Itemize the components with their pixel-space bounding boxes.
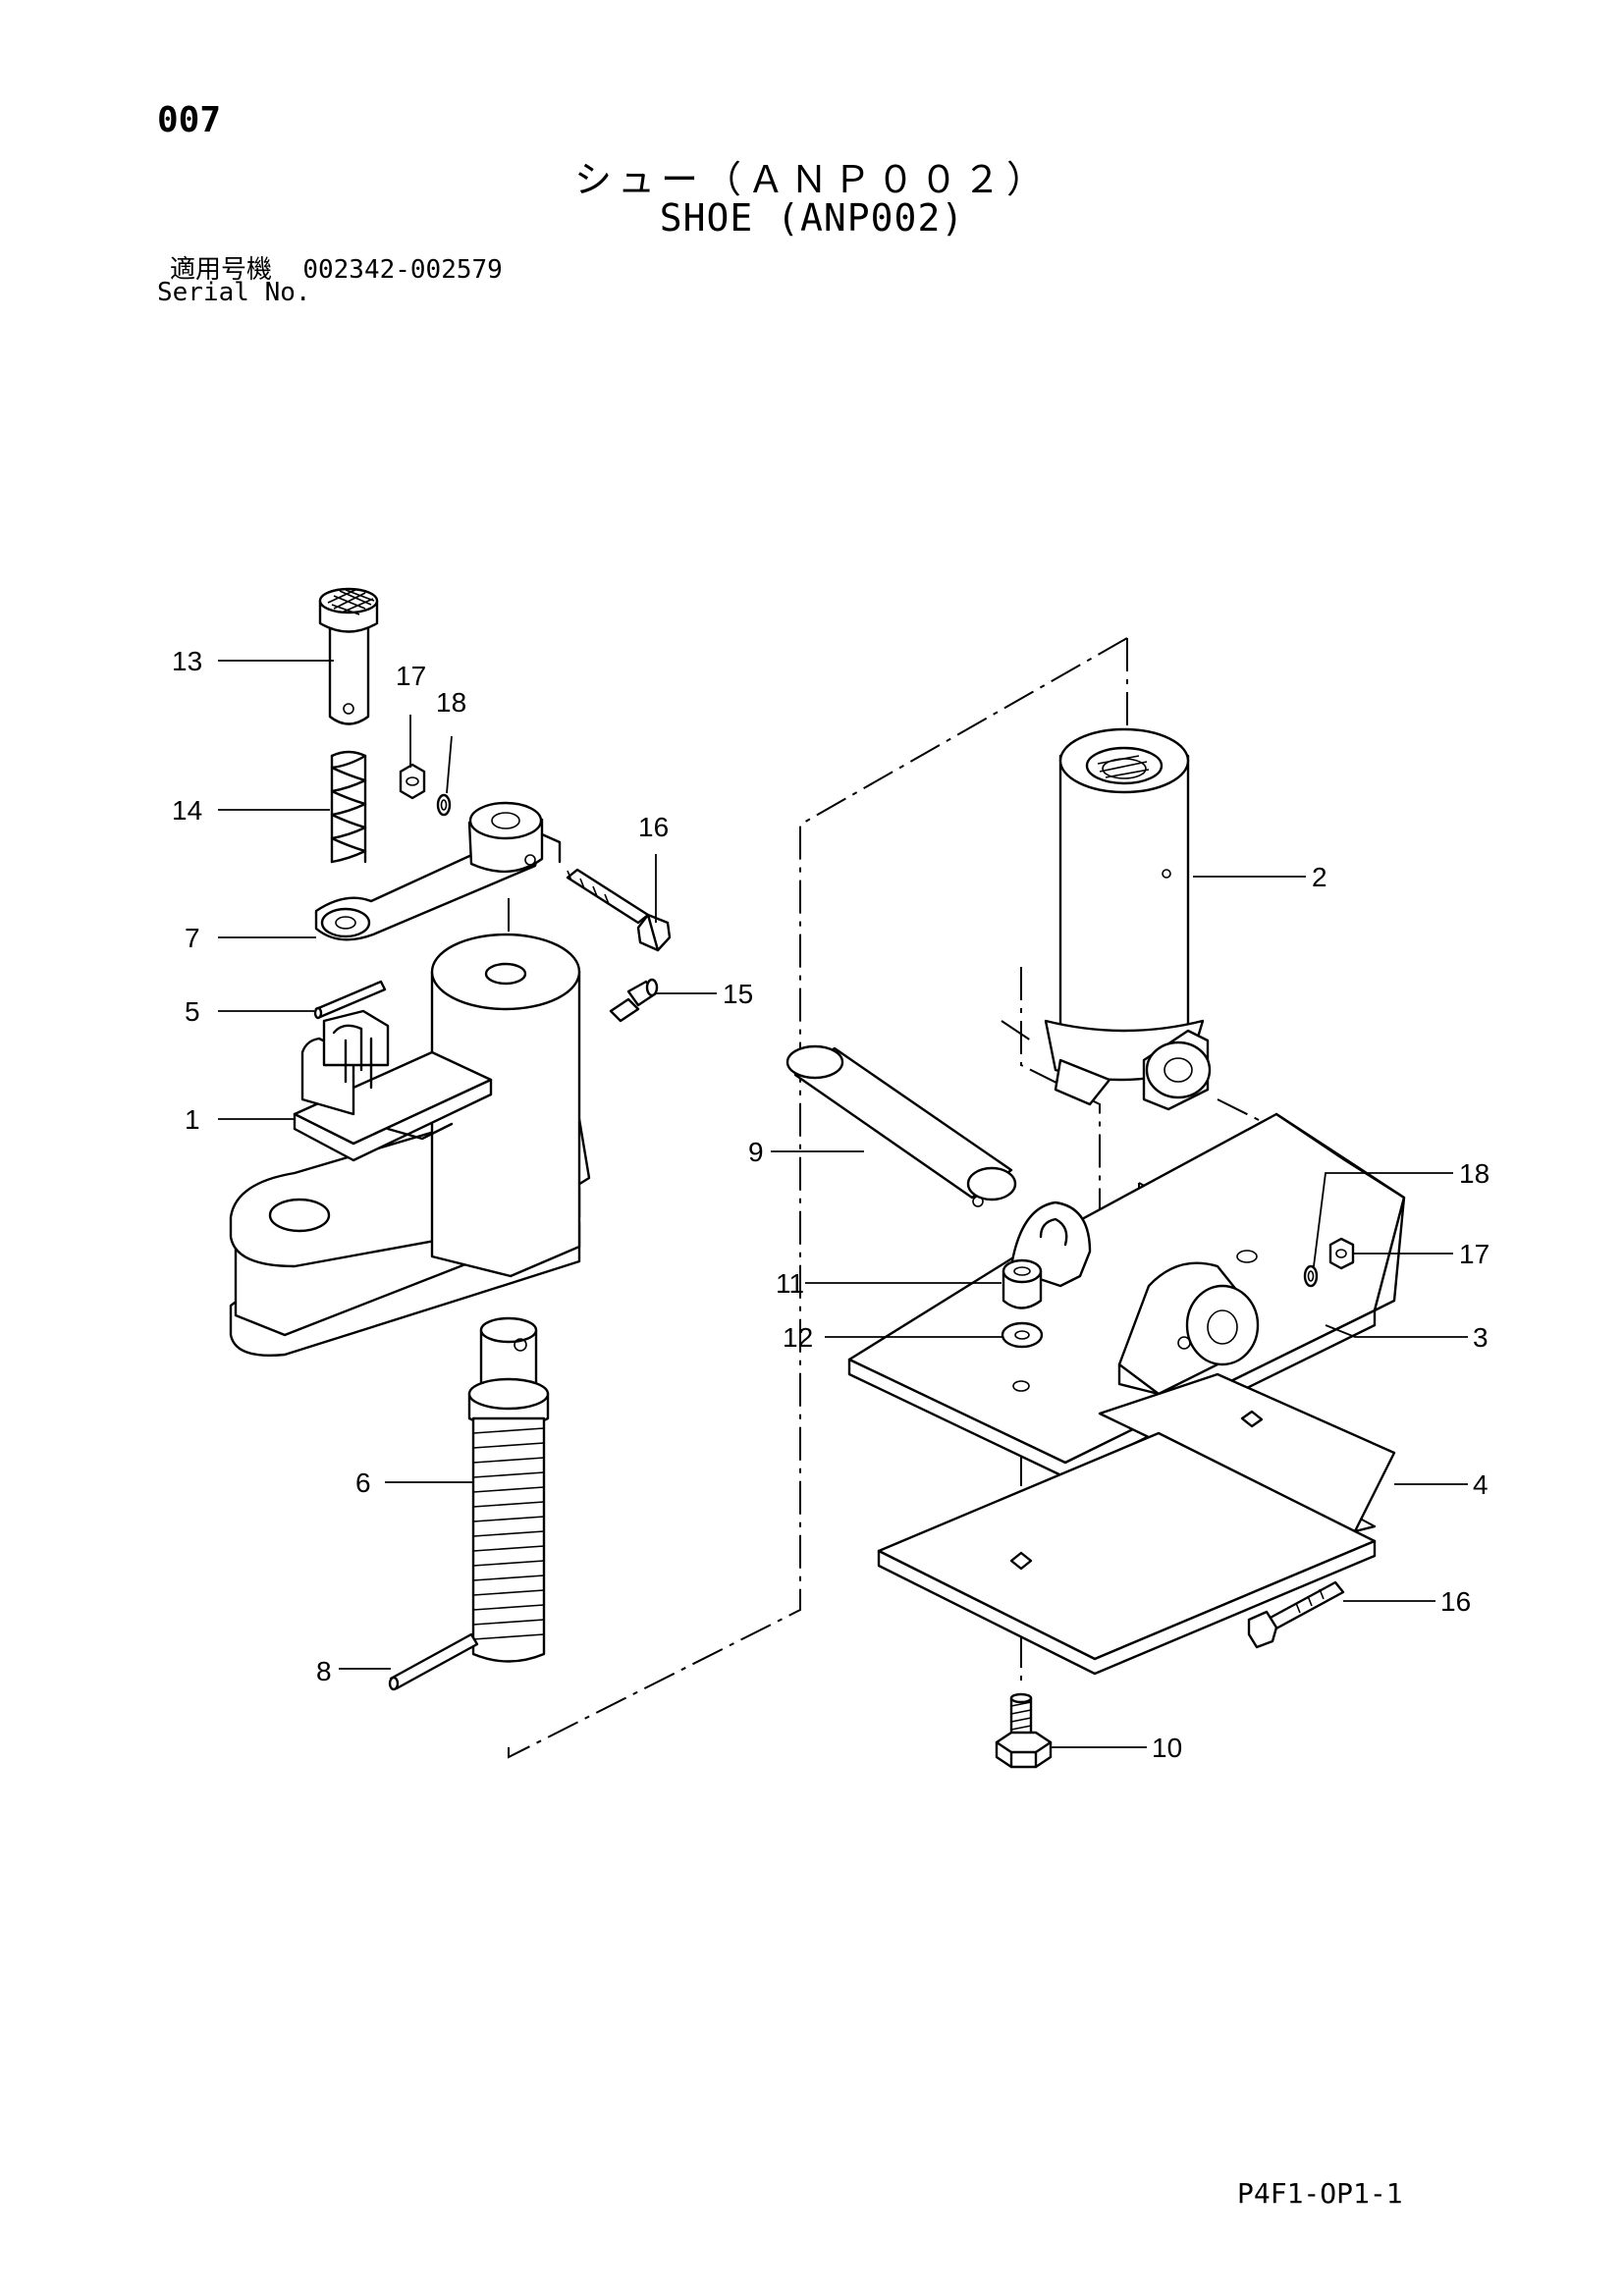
part-1-main-body xyxy=(229,933,591,1357)
callout-18-right: 18 xyxy=(1459,1158,1489,1189)
callout-9: 9 xyxy=(748,1137,764,1167)
callout-17-left: 17 xyxy=(396,661,426,691)
part-8-pin xyxy=(388,1632,479,1691)
callout-2: 2 xyxy=(1312,862,1327,892)
part-3-hole xyxy=(1012,1380,1030,1392)
callout-15: 15 xyxy=(723,979,753,1009)
page-title-english: SHOE (ANP002) xyxy=(659,196,965,240)
part-16-bolt-top xyxy=(566,868,672,952)
callout-10: 10 xyxy=(1152,1733,1182,1763)
part-10-bolt xyxy=(995,1692,1053,1769)
part-3-base-plate xyxy=(847,1112,1406,1479)
part-18-washer-right xyxy=(1303,1264,1319,1288)
part-7-lever xyxy=(314,801,562,941)
part-13-knob-pin xyxy=(318,587,379,725)
part-16-bolt-bottom xyxy=(1247,1580,1345,1649)
callout-5: 5 xyxy=(185,996,200,1027)
callout-12: 12 xyxy=(783,1322,813,1353)
callout-13: 13 xyxy=(172,646,202,676)
part-15-grease-nipple xyxy=(609,978,659,1023)
part-2-cylinder xyxy=(1044,727,1212,1111)
part-17-nut-left xyxy=(399,763,426,800)
page-number: 007 xyxy=(157,100,222,140)
part-12-washer xyxy=(1001,1321,1044,1349)
part-17-nut-right xyxy=(1328,1237,1355,1270)
callout-16-bottom: 16 xyxy=(1440,1586,1471,1617)
callout-7: 7 xyxy=(185,923,200,953)
callout-11: 11 xyxy=(776,1268,804,1299)
part-11-nut xyxy=(1001,1258,1043,1309)
leader-lines xyxy=(218,660,1468,1748)
callout-17-right: 17 xyxy=(1459,1239,1489,1269)
part-18-washer-left xyxy=(436,793,452,817)
part-9-long-pin xyxy=(785,1044,1017,1207)
callout-numbers: 13 17 18 14 16 2 7 5 15 1 9 18 17 11 12 … xyxy=(172,646,1489,1763)
serial-label-english: Serial No. xyxy=(157,278,311,307)
callout-16-top: 16 xyxy=(638,812,669,842)
callout-3: 3 xyxy=(1473,1322,1489,1353)
part-14-spring xyxy=(330,750,367,864)
serial-range: 002342-002579 xyxy=(302,255,503,285)
page-title-japanese: シュー（ＡＮＰ００２） xyxy=(573,158,1050,201)
callout-4: 4 xyxy=(1473,1469,1489,1500)
callout-6: 6 xyxy=(355,1468,371,1498)
callout-18-left: 18 xyxy=(436,687,466,718)
part-4-shoe-plate xyxy=(877,1372,1396,1676)
callout-8: 8 xyxy=(316,1656,332,1686)
part-6-threaded-shaft xyxy=(467,1316,550,1663)
callout-14: 14 xyxy=(172,795,202,826)
serial-label-japanese: 適用号機 xyxy=(170,255,273,285)
serial-range-line: 適用号機 002342-002579 xyxy=(170,249,503,286)
part-5-pin xyxy=(313,980,387,1020)
document-code: P4F1-OP1-1 xyxy=(1237,2177,1403,2210)
callout-1: 1 xyxy=(185,1104,200,1135)
